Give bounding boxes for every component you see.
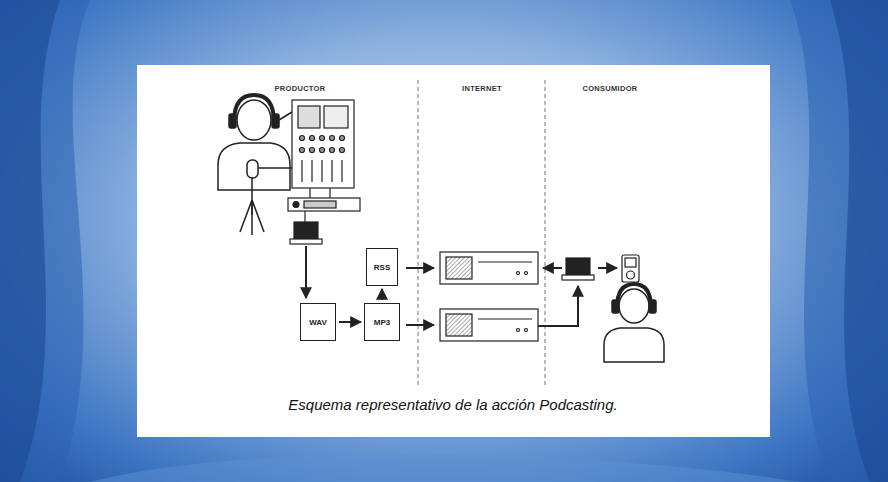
- wave-shape: [790, 0, 888, 482]
- document-box: MP3: [364, 303, 400, 341]
- caption-text: Esquema representativo de la acción Podc…: [288, 396, 617, 413]
- wave-shape: [90, 454, 800, 482]
- wave-shape: [0, 0, 60, 482]
- flow-arrow: [381, 289, 383, 300]
- producer-figure: [218, 95, 292, 235]
- server-icon: [440, 252, 538, 284]
- flow-arrow: [305, 246, 307, 298]
- column-heading: PRODUCTOR: [275, 84, 326, 93]
- document-box: RSS: [366, 248, 398, 286]
- server-icon: [440, 309, 538, 341]
- separator-line: [545, 80, 546, 385]
- separator-line: [418, 80, 419, 385]
- flow-arrow: [598, 267, 617, 269]
- player-icon: [622, 255, 639, 282]
- laptop-icon: [290, 222, 322, 244]
- laptop-icon: [562, 258, 594, 280]
- column-heading: CONSUMIDOR: [582, 84, 637, 93]
- flow-arrow: [543, 267, 562, 269]
- white-panel: [137, 65, 770, 437]
- flow-arrow: [406, 267, 434, 269]
- file-type-label: WAV: [309, 318, 327, 327]
- flow-arrow: [406, 324, 434, 326]
- flow-arrow: [339, 321, 361, 323]
- consumer-figure: [604, 284, 664, 362]
- wave-shape: [830, 0, 888, 482]
- file-type-label: MP3: [374, 318, 390, 327]
- file-type-label: RSS: [374, 263, 390, 272]
- wave-shape: [0, 0, 90, 482]
- column-heading: INTERNET: [462, 84, 502, 93]
- mixer-symbol: [288, 100, 360, 222]
- document-box: WAV: [300, 303, 336, 341]
- flow-arrow: [538, 286, 578, 326]
